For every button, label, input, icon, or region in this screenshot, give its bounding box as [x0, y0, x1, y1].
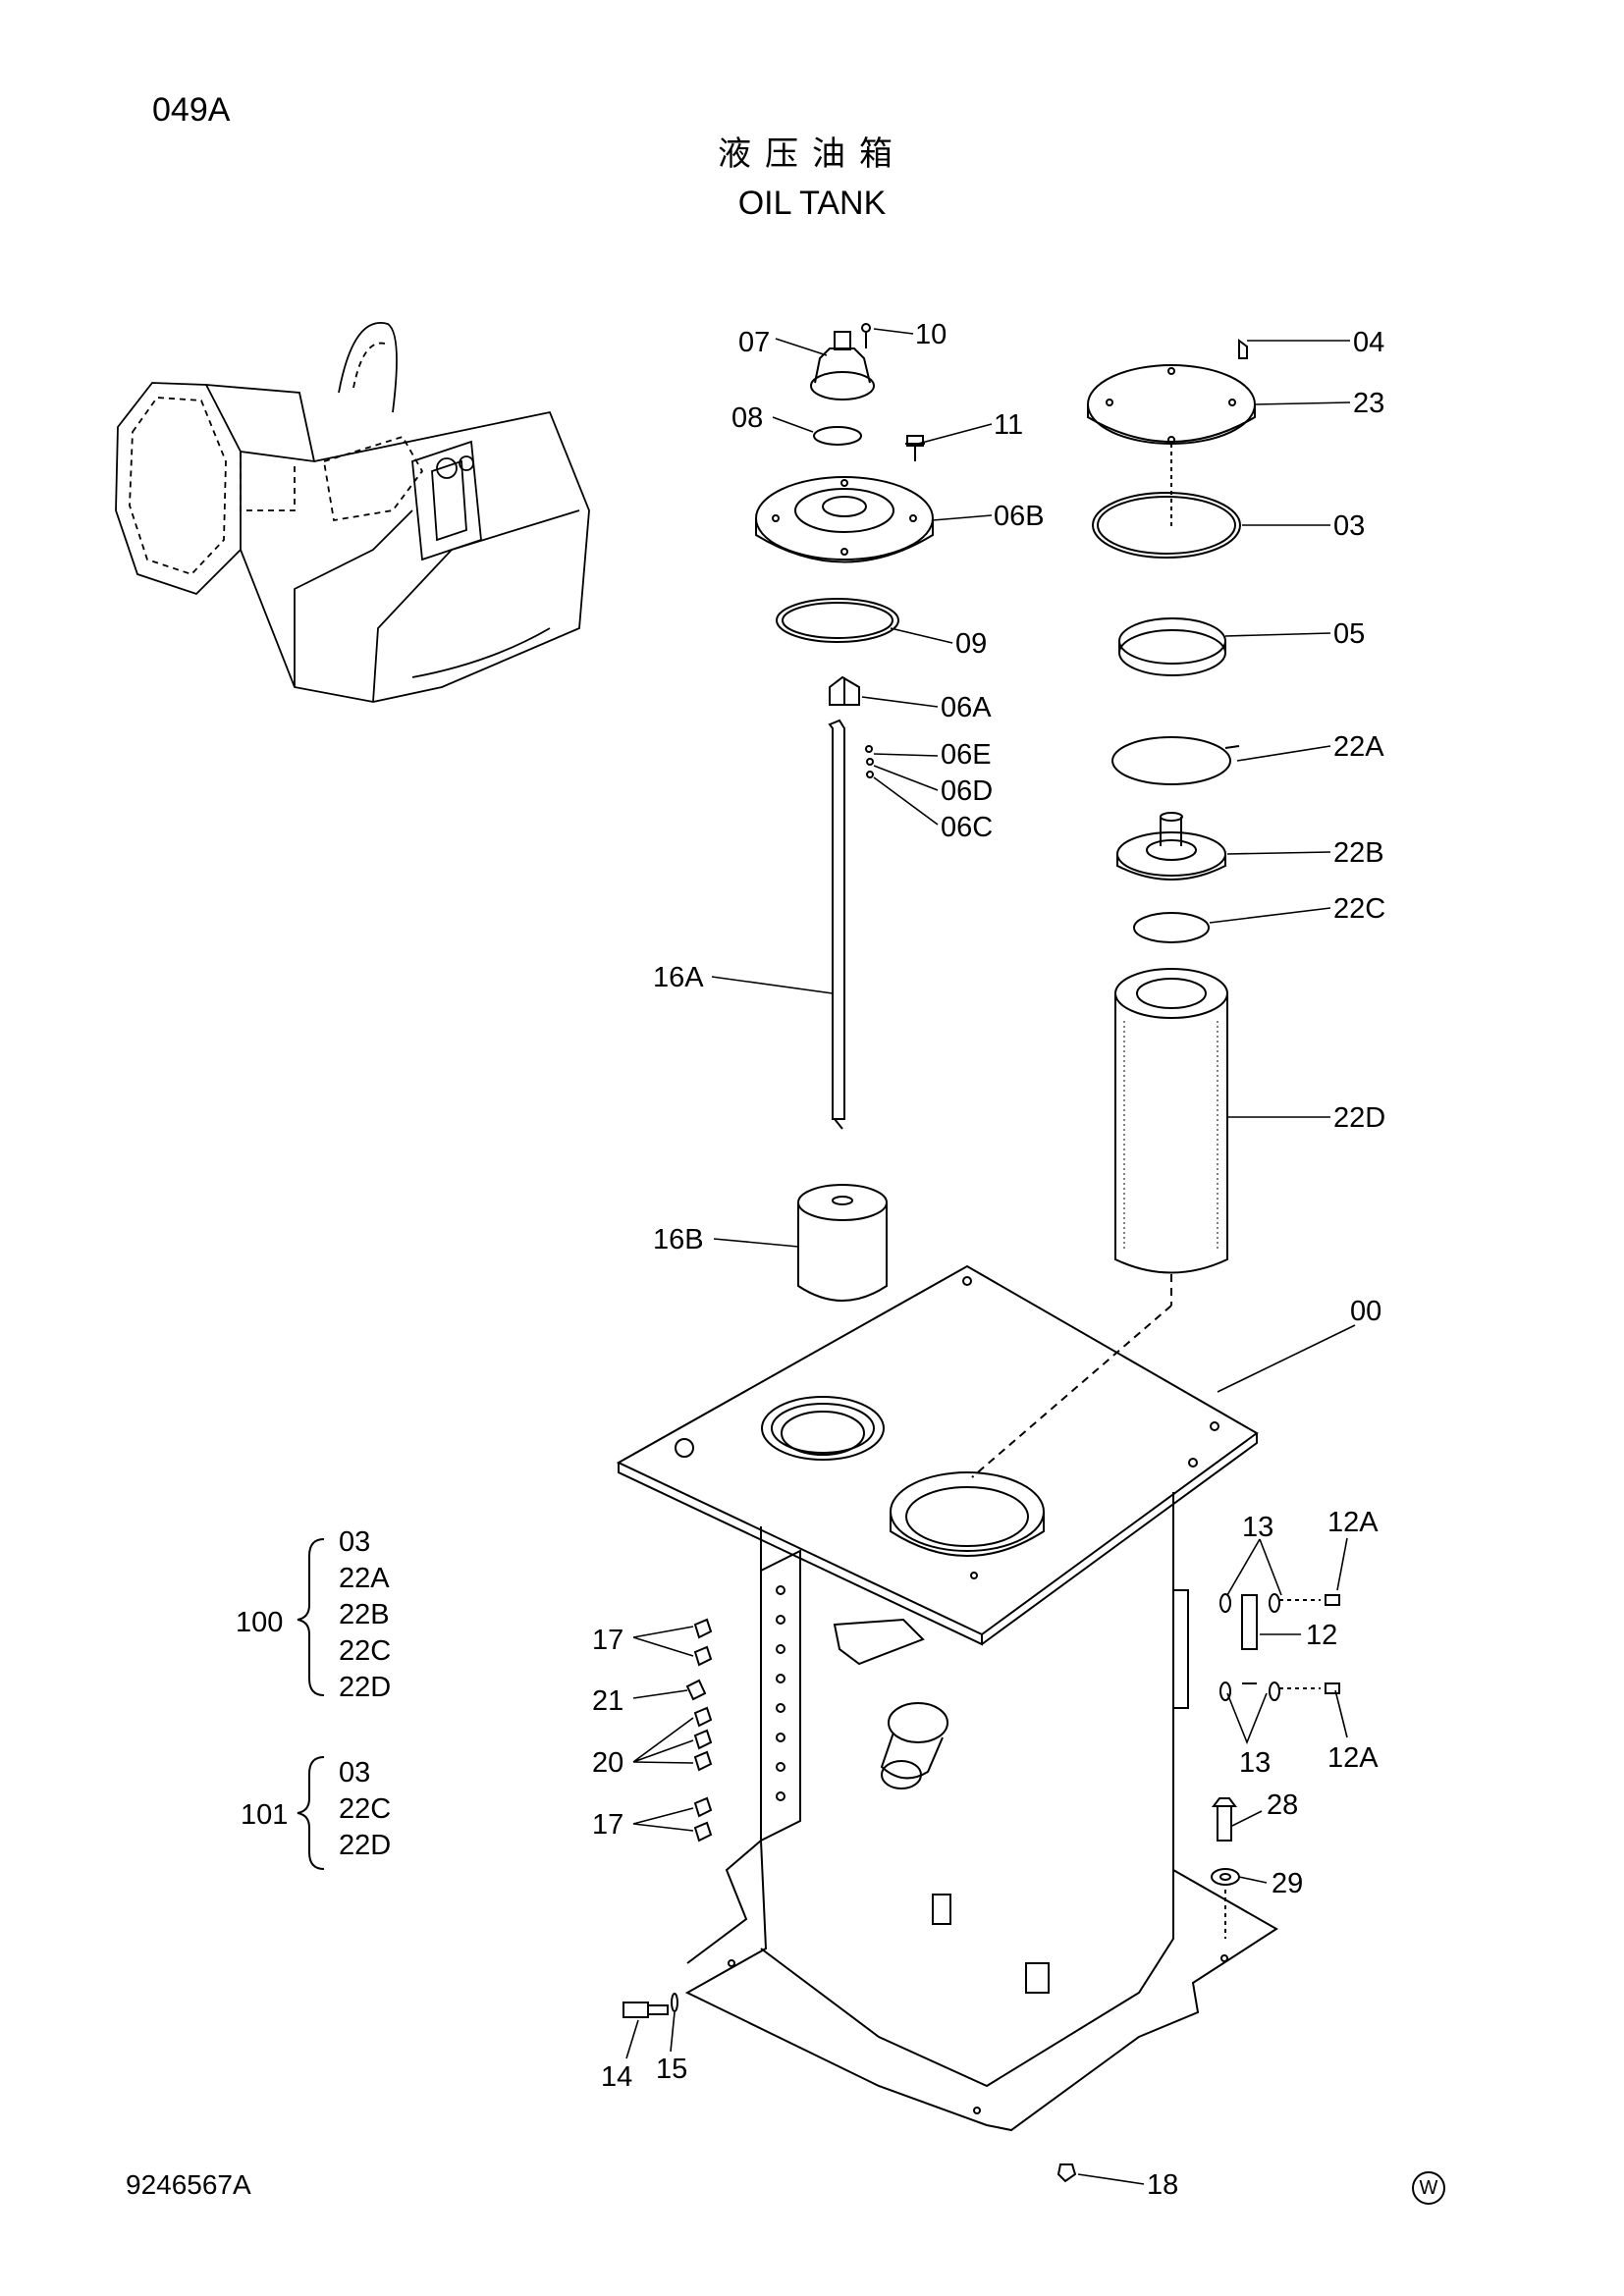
callout-labels: 07 10 04 23 08 11 06B 03 09 05 06A 22A 0… — [592, 319, 1385, 2201]
callout-22b: 22B — [1333, 837, 1384, 869]
callout-03: 03 — [1333, 510, 1365, 542]
callout-14: 14 — [601, 2061, 632, 2093]
assembly-101-part: 22C — [339, 1793, 391, 1825]
leader-lines — [625, 328, 1356, 2185]
callout-20: 20 — [592, 1747, 623, 1779]
callout-04: 04 — [1353, 327, 1384, 358]
oil-tank-body — [616, 1264, 1278, 2132]
callout-29: 29 — [1272, 1868, 1303, 1899]
filter-assembly — [971, 339, 1256, 1478]
assembly-100-part: 22B — [339, 1599, 390, 1630]
excavator-location-sketch — [115, 322, 590, 703]
callout-18: 18 — [1147, 2169, 1178, 2201]
callout-06a: 06A — [941, 692, 992, 723]
callout-00: 00 — [1350, 1296, 1381, 1327]
callout-12a-upper: 12A — [1327, 1507, 1379, 1538]
callout-17-upper: 17 — [592, 1625, 623, 1656]
callout-16a: 16A — [653, 962, 704, 993]
copyright-mark: W — [1412, 2171, 1445, 2205]
callout-22c: 22C — [1333, 893, 1385, 925]
callout-23: 23 — [1353, 388, 1384, 419]
callout-10: 10 — [915, 319, 947, 350]
assembly-100-part: 03 — [339, 1526, 370, 1558]
callout-16b: 16B — [653, 1224, 704, 1255]
hardware-parts — [623, 1593, 1340, 2183]
callout-13-lower: 13 — [1239, 1747, 1271, 1779]
assembly-101-group: 101 03 22C 22D — [241, 1756, 391, 1870]
assembly-100-part: 22A — [339, 1563, 390, 1594]
drawing-number: 9246567A — [126, 2169, 251, 2200]
callout-11: 11 — [994, 409, 1023, 441]
callout-09: 09 — [955, 628, 987, 660]
page-title-chinese: 液压油箱 — [718, 134, 906, 174]
callout-05: 05 — [1333, 618, 1365, 650]
page-code: 049A — [152, 91, 231, 129]
callout-12: 12 — [1306, 1620, 1337, 1651]
callout-15: 15 — [656, 2054, 687, 2085]
callout-28: 28 — [1267, 1789, 1298, 1821]
assembly-100-part: 22D — [339, 1672, 391, 1703]
page-title: OIL TANK — [737, 185, 887, 222]
assembly-101-part: 03 — [339, 1757, 370, 1789]
assembly-100-group: 100 03 22A 22B 22C 22D — [236, 1526, 391, 1703]
breather-assembly — [810, 323, 925, 461]
assembly-100-number: 100 — [236, 1607, 283, 1638]
callout-21: 21 — [592, 1685, 623, 1717]
callout-22d: 22D — [1333, 1102, 1385, 1134]
callout-06e: 06E — [941, 739, 992, 771]
callout-06b: 06B — [994, 501, 1045, 532]
callout-17-lower: 17 — [592, 1809, 623, 1841]
callout-22a: 22A — [1333, 731, 1384, 763]
callout-06c: 06C — [941, 812, 993, 843]
gauge-assembly-16 — [797, 675, 888, 1302]
callout-08: 08 — [731, 402, 763, 434]
assembly-100-part: 22C — [339, 1635, 391, 1667]
assembly-101-number: 101 — [241, 1799, 288, 1831]
upper-cover-06B — [755, 476, 934, 643]
callout-07: 07 — [738, 327, 770, 358]
callout-13-upper: 13 — [1242, 1512, 1273, 1543]
callout-06d: 06D — [941, 775, 993, 807]
callout-12a-lower: 12A — [1327, 1742, 1379, 1774]
assembly-101-part: 22D — [339, 1830, 391, 1861]
